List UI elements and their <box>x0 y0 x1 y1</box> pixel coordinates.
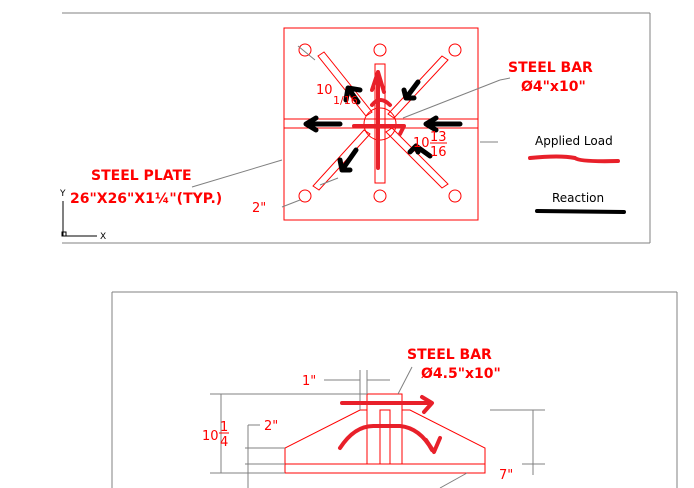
dimension-2in: 2" <box>252 201 266 216</box>
bar-label-name: STEEL BAR <box>508 60 593 76</box>
dim-height-num: 1 <box>220 420 228 435</box>
dimension-7in: 7" <box>499 468 513 483</box>
reaction-arrows-top <box>303 79 463 173</box>
steel-bar-label-side: STEEL BAR Ø4.5"x10" <box>407 347 501 382</box>
dim-left-whole: 10 <box>316 83 333 98</box>
plate-label-name: STEEL PLATE <box>91 168 192 184</box>
dim-right-den: 16 <box>430 145 447 160</box>
dim-height-den: 4 <box>220 435 228 450</box>
side-bar-label-name: STEEL BAR <box>407 347 492 363</box>
dim-right-whole: 10 <box>413 136 430 151</box>
applied-load-arrows-side <box>338 395 442 454</box>
steel-plate-side-view <box>284 393 486 474</box>
legend-applied-load-swatch <box>528 154 620 164</box>
dimension-height: 10 1 4 <box>202 420 229 450</box>
axis-y-label: Y <box>59 189 66 199</box>
axis-x-label: X <box>100 232 106 242</box>
legend-reaction-swatch <box>535 209 626 214</box>
legend: Applied Load Reaction <box>528 134 626 214</box>
plate-label-size: 26"X26"X1¼"(TYP.) <box>70 191 222 207</box>
leader-lines-top <box>191 45 511 208</box>
ucs-axis-icon: X Y <box>59 189 106 242</box>
top-view-frame <box>62 12 651 244</box>
steel-bar-label-top: STEEL BAR Ø4"x10" <box>508 60 593 95</box>
steel-plate-label: STEEL PLATE 26"X26"X1¼"(TYP.) <box>70 168 222 207</box>
dim-right-num: 13 <box>430 130 447 145</box>
dim-height-whole: 10 <box>202 429 219 444</box>
dimension-left: 10 1/16 <box>316 83 358 107</box>
side-view-frame <box>111 291 678 488</box>
legend-reaction-label: Reaction <box>552 191 604 205</box>
dimension-lines-side <box>210 366 545 488</box>
legend-applied-load-label: Applied Load <box>535 134 613 148</box>
applied-load-arrows-top <box>352 70 406 170</box>
dim-left-frac: 1/16 <box>333 94 358 107</box>
bar-label-size: Ø4"x10" <box>521 79 586 95</box>
dimension-1in: 1" <box>302 374 316 389</box>
dimension-right: 10 13 16 <box>413 130 447 160</box>
side-bar-label-size: Ø4.5"x10" <box>421 366 501 382</box>
dimension-2in-side: 2" <box>264 419 278 434</box>
